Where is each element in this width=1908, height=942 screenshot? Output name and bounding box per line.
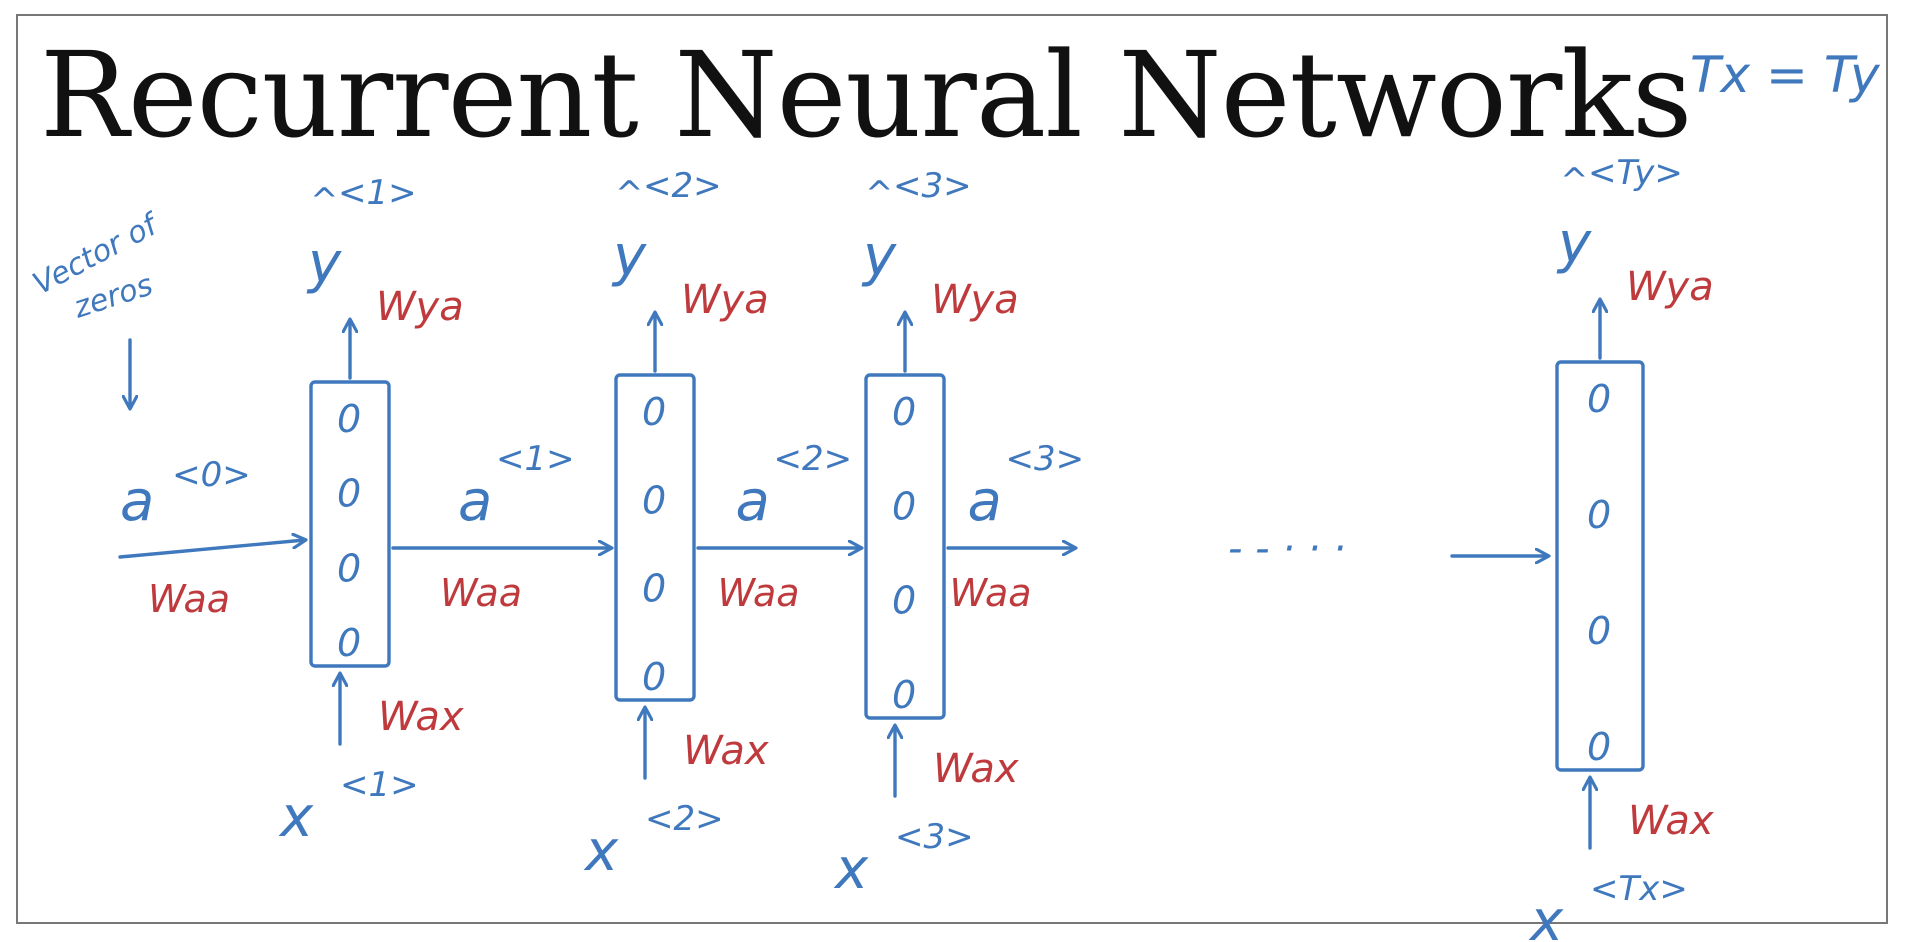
hidden-unit: 0 xyxy=(642,655,666,699)
output-weight-label: Wya xyxy=(1626,264,1714,310)
initial-activation-label: a <0> xyxy=(120,455,251,534)
hidden-unit: 0 xyxy=(337,546,361,590)
input-superscript: <Tx> xyxy=(1590,869,1688,909)
output-hat: ^ xyxy=(865,174,894,214)
hidden-unit: 0 xyxy=(1587,609,1611,653)
slide-frame xyxy=(16,14,1888,924)
hidden-unit: 0 xyxy=(337,472,361,516)
output-hat: ^ xyxy=(615,174,644,214)
hidden-unit: 0 xyxy=(1587,725,1611,769)
output-hat: ^ xyxy=(1560,161,1589,201)
output-hat: ^ xyxy=(310,181,339,221)
input-superscript: <1> xyxy=(340,765,419,805)
input-label: x xyxy=(1528,889,1564,942)
output-weight-label: Wya xyxy=(681,277,769,323)
input-label: x xyxy=(583,819,619,884)
hidden-unit: 0 xyxy=(642,478,666,522)
rnn-cell-box xyxy=(614,373,696,702)
input-weight-label: Wax xyxy=(1628,798,1714,844)
hidden-unit: 0 xyxy=(892,484,916,528)
recurrent-weight-label: Waa xyxy=(718,571,800,615)
activation-label: a xyxy=(968,469,1002,534)
output-superscript: <2> xyxy=(643,166,722,206)
output-label: y xyxy=(861,224,897,289)
rnn-cell-box xyxy=(1555,360,1645,772)
input-label: x xyxy=(278,785,314,850)
output-label: y xyxy=(611,224,647,289)
output-weight-label: Wya xyxy=(931,277,1019,323)
hidden-unit: 0 xyxy=(1587,493,1611,537)
input-weight-label: Wax xyxy=(933,746,1019,792)
input-weight-label: Wax xyxy=(378,694,464,740)
output-superscript: <Ty> xyxy=(1588,153,1683,193)
hidden-unit: 0 xyxy=(337,621,361,665)
recurrent-weight-label: Waa xyxy=(950,571,1032,615)
input-superscript: <2> xyxy=(645,799,724,839)
hidden-unit: 0 xyxy=(892,579,916,623)
hidden-unit: 0 xyxy=(642,567,666,611)
recurrent-weight-label: Waa xyxy=(440,571,522,615)
output-weight-label: Wya xyxy=(376,284,464,330)
output-superscript: <3> xyxy=(893,166,972,206)
hidden-unit: 0 xyxy=(337,397,361,441)
output-superscript: <1> xyxy=(338,173,417,213)
hidden-unit: 0 xyxy=(1587,377,1611,421)
initial-weight-label: Waa xyxy=(148,577,230,621)
output-label: y xyxy=(1556,211,1592,276)
timesteps: 0000Wya^y<1>Waxx<1>a<1>Waa0000Wya^y<2>Wa… xyxy=(278,153,1714,942)
input-label: x xyxy=(833,837,869,902)
hidden-unit: 0 xyxy=(892,390,916,434)
activation-superscript: <1> xyxy=(496,439,575,479)
hidden-unit: 0 xyxy=(892,673,916,717)
slide-title: Recurrent Neural Networks xyxy=(40,26,1692,164)
input-weight-label: Wax xyxy=(683,728,769,774)
timestep-4: 0 0 0 0 Wya ^ y <Ty> Wax x <Tx> xyxy=(1528,153,1714,942)
ellipsis-dots: - - · · · xyxy=(1228,526,1346,572)
input-superscript: <3> xyxy=(895,817,974,857)
initial-activation-arrow xyxy=(118,540,305,559)
activation-superscript: <2> xyxy=(774,439,853,479)
rnn-cell-box xyxy=(309,380,391,668)
output-label: y xyxy=(306,231,342,296)
activation-label: a xyxy=(736,469,770,534)
hidden-unit: 0 xyxy=(642,390,666,434)
corner-note: Tx = Ty xyxy=(1690,46,1881,104)
activation-label: a xyxy=(458,469,492,534)
activation-superscript: <3> xyxy=(1006,439,1085,479)
rnn-cell-box xyxy=(864,373,946,720)
